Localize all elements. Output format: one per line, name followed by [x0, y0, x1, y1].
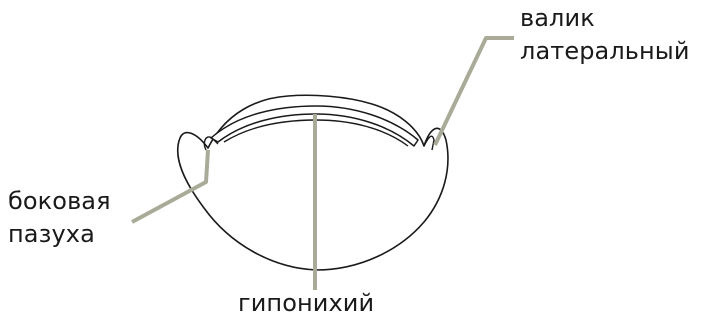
label-lateral-fold-line2: латеральный [520, 35, 690, 68]
label-lateral-sinus: боковая пазуха [8, 185, 111, 251]
label-lateral-sinus-line2: пазуха [8, 218, 111, 251]
finger-outline [178, 95, 448, 270]
label-lateral-sinus-line1: боковая [8, 185, 111, 218]
label-lateral-fold: валик латеральный [520, 2, 690, 68]
label-hyponychium-line1: гипонихий [238, 287, 374, 320]
label-hyponychium: гипонихий [238, 287, 374, 320]
leader-line-lateral-fold [435, 38, 514, 145]
label-lateral-fold-line1: валик [520, 2, 690, 35]
